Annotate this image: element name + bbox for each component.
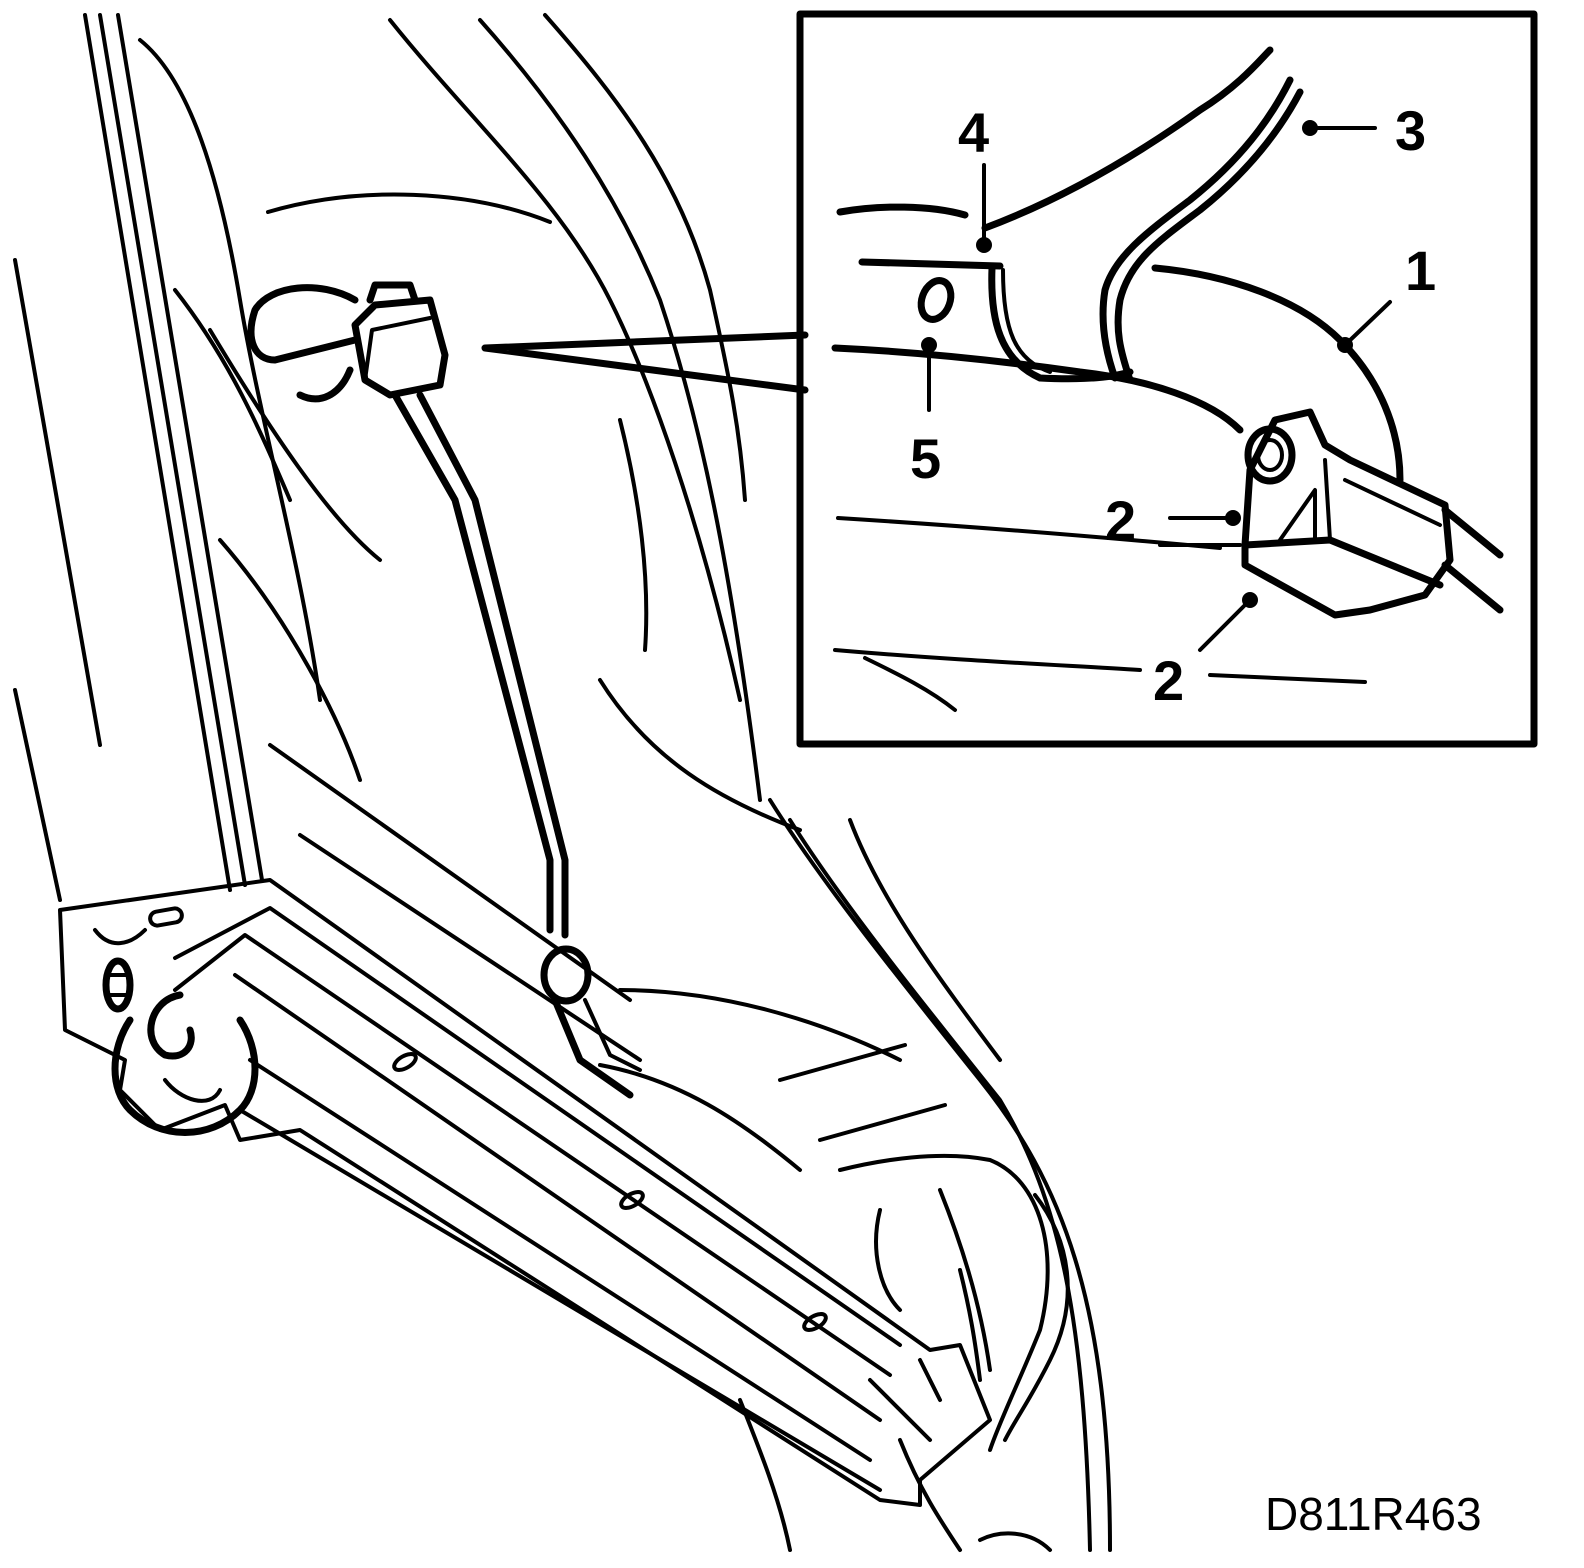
callout-2a: 2 (1105, 489, 1136, 552)
frame-edge (138, 38, 322, 702)
arm-lower-link (551, 996, 634, 1099)
inset-body-edge (981, 46, 1274, 232)
leader-dot-4 (976, 237, 992, 253)
washer-hose (247, 284, 359, 364)
cowl-edge (978, 1531, 1052, 1552)
inset-hose (1441, 561, 1504, 614)
inset-body-edge (858, 258, 1004, 270)
arm-lower-link (598, 1063, 802, 1172)
inset-connector (1323, 458, 1332, 542)
inset-body-edge (836, 516, 1222, 550)
wiper-arm-rod (416, 391, 569, 939)
cowl-edge (958, 1268, 982, 1382)
leader-1 (1343, 300, 1392, 347)
wiper-blade-rail (918, 1358, 942, 1402)
leader-dot-2b (1242, 592, 1258, 608)
wiper-blade-rail (233, 973, 882, 1422)
main-view (13, 13, 1112, 1552)
pivot-bolt (106, 973, 130, 997)
cowl-edge (838, 1153, 1050, 1452)
pivot-bolt (102, 957, 134, 1013)
wiper-blade-rail (268, 743, 632, 1002)
cowl-edge (1003, 1193, 1070, 1442)
body-panel-line (266, 192, 552, 224)
callout-2b: 2 (1153, 649, 1184, 712)
cowl-edge (848, 818, 1002, 1062)
wiper-arm-rod (391, 391, 554, 934)
pivot-hook (147, 991, 195, 1060)
wiper-blade-rail (173, 933, 892, 1377)
cowl-edge (768, 798, 1112, 1552)
frame-edge (116, 13, 264, 882)
inset-body-edge (1208, 673, 1367, 684)
callout-5: 5 (910, 427, 941, 490)
cowl-edge (874, 1208, 902, 1312)
leader-2b (1198, 598, 1252, 652)
reference-code: D811R463 (1265, 1488, 1482, 1540)
rivet-hole (802, 1312, 828, 1332)
frame-edge (83, 13, 232, 892)
wiper-blade-rail (173, 906, 902, 1347)
inset-hose (1441, 506, 1504, 559)
callout-1: 1 (1405, 239, 1436, 302)
leader-dot-1 (1337, 337, 1353, 353)
bracket-edge (93, 928, 147, 946)
frame-edge (173, 288, 292, 502)
inset-wiper-arm (1151, 264, 1404, 484)
callout-3: 3 (1395, 99, 1426, 162)
callout-4: 4 (958, 101, 989, 164)
washer-connector (366, 281, 419, 304)
leader-dot-2a (1225, 510, 1241, 526)
cowl-edge (778, 1043, 907, 1082)
wiper-blade-outline (58, 878, 992, 1507)
leader-dot-5 (921, 337, 937, 353)
inset-detail: 1 2 2 3 4 5 (796, 10, 1538, 748)
washer-hose (296, 366, 354, 403)
cowl-edge (898, 1438, 962, 1552)
wiper-blade-rail (248, 1058, 872, 1462)
inset-frame (796, 10, 1538, 748)
inset-body-edge (831, 344, 1244, 434)
inset-wiper-arm (1114, 88, 1304, 384)
body-panel-line (618, 418, 649, 652)
frame-edge (208, 328, 382, 562)
frame-edge (13, 258, 102, 747)
inset-connector-nozzle (1256, 438, 1284, 472)
body-panel-line (478, 18, 762, 802)
body-panel-line (218, 538, 362, 782)
cowl-edge (938, 1188, 992, 1372)
inset-connector-nozzle (1244, 425, 1296, 485)
inset-wiper-arm (1099, 76, 1294, 382)
frame-edge (98, 13, 247, 887)
inset-body-edge (836, 203, 969, 219)
inset-body-edge (863, 656, 957, 712)
inset-body-edge (833, 648, 1142, 672)
wiper-blade-rail (868, 1378, 932, 1442)
body-panel-line (598, 678, 802, 832)
rivet-hole (619, 1190, 645, 1210)
pivot-hook (163, 1078, 222, 1103)
leader-dot-3 (1302, 120, 1318, 136)
cowl-edge (818, 1103, 947, 1142)
arm-lower-link (583, 998, 642, 1072)
cowl-edge (618, 988, 902, 1062)
arm-end-eye (540, 945, 592, 1005)
inset-connector (1343, 478, 1442, 527)
frame-edge (13, 688, 62, 902)
slot (148, 906, 184, 928)
body-panel-line (388, 18, 742, 702)
washer-connector (351, 296, 449, 399)
wiper-blade-rail (238, 1108, 882, 1492)
detail-pointer (481, 331, 809, 394)
cowl-edge (788, 818, 1092, 1552)
inset-connector (1241, 408, 1454, 619)
body-panel-line (543, 13, 747, 502)
inset-connector (1278, 488, 1317, 542)
wiper-blade-rail (298, 833, 642, 1062)
pivot-bracket (111, 1016, 259, 1136)
inset-o-ring (917, 277, 955, 323)
rivet-hole (392, 1052, 418, 1072)
washer-connector (363, 316, 432, 382)
